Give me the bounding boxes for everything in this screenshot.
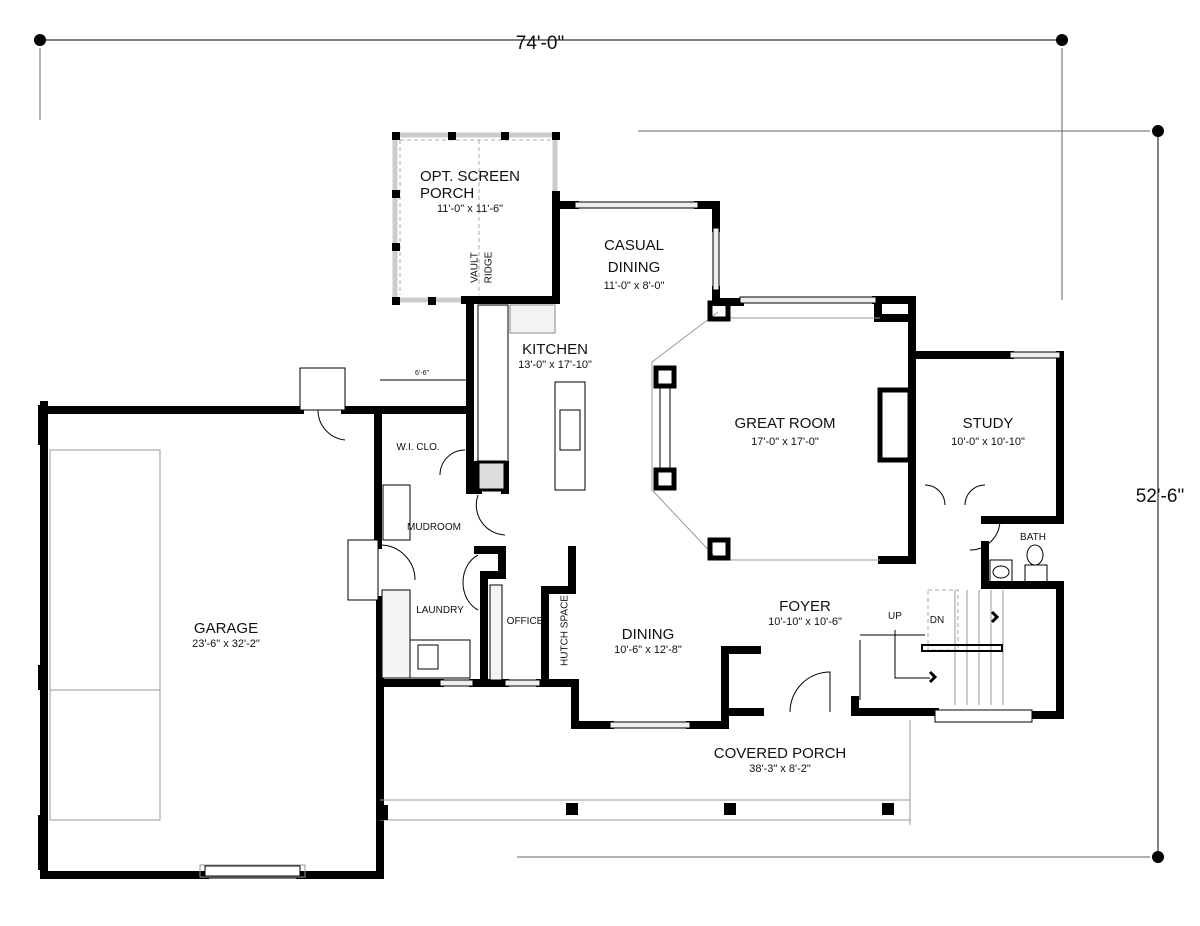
room-name: GARAGE bbox=[193, 620, 259, 637]
garage-entry-dimension: 6'-6" bbox=[415, 370, 429, 377]
great-room-label: GREAT ROOM 17'-0" x 17'-0" bbox=[734, 415, 835, 449]
room-name: KITCHEN bbox=[522, 341, 588, 358]
room-size: 10'-6" x 12'-8" bbox=[614, 644, 682, 656]
stairs bbox=[859, 589, 1004, 705]
bath-fixtures bbox=[989, 544, 1048, 584]
overall-width-dimension: 74'-0" bbox=[515, 33, 565, 54]
room-size: 11'-0" x 11'-6" bbox=[436, 203, 504, 215]
kitchen-fixtures bbox=[476, 304, 586, 492]
stairs-down-label: DN bbox=[929, 615, 945, 626]
room-size: 11'-0" x 8'-0" bbox=[603, 280, 665, 292]
hutch-space-label: HUTCH SPACE bbox=[559, 595, 571, 666]
room-size: 38'-3" x 8'-2" bbox=[749, 763, 811, 775]
study-label: STUDY 10'-0" x 10'-10" bbox=[951, 415, 1025, 449]
room-name: DINING bbox=[621, 626, 675, 643]
screen-porch-label: OPT. SCREEN PORCH 11'-0" x 11'-6" bbox=[420, 168, 520, 216]
room-name: FOYER bbox=[779, 598, 831, 615]
dining-label: DINING 10'-6" x 12'-8" bbox=[614, 626, 682, 657]
room-name: DINING bbox=[607, 259, 661, 276]
garage-label: GARAGE 23'-6" x 32'-2" bbox=[192, 620, 260, 651]
dimension-lines bbox=[34, 34, 1164, 863]
vault-note: VAULT bbox=[469, 252, 481, 283]
kitchen-label: KITCHEN 13'-0" x 17'-10" bbox=[518, 341, 592, 372]
laundry-label: LAUNDRY bbox=[416, 605, 464, 616]
laundry-fixtures bbox=[381, 484, 503, 681]
foyer-label: FOYER 10'-10" x 10'-6" bbox=[768, 598, 842, 629]
covered-porch-label: COVERED PORCH 38'-3" x 8'-2" bbox=[714, 745, 847, 776]
walls bbox=[40, 191, 1064, 879]
room-size: 17'-0" x 17'-0" bbox=[751, 436, 819, 448]
room-size: 13'-0" x 17'-10" bbox=[518, 359, 592, 371]
mudroom-label: MUDROOM bbox=[407, 522, 461, 533]
casual-dining-label: CASUAL DINING 11'-0" x 8'-0" bbox=[604, 237, 665, 293]
room-name: GREAT ROOM bbox=[734, 415, 836, 432]
stairs-up-label: UP bbox=[888, 611, 902, 622]
overall-depth-dimension: 52'-6" bbox=[1135, 486, 1185, 507]
room-name: OPT. SCREEN bbox=[419, 168, 521, 185]
doors bbox=[317, 409, 1001, 713]
great-room-ceiling bbox=[651, 300, 913, 561]
bath-label: BATH bbox=[1020, 532, 1046, 543]
room-name: STUDY bbox=[962, 415, 1014, 432]
ridge-note: RIDGE bbox=[483, 251, 495, 284]
room-name: PORCH bbox=[419, 185, 475, 202]
room-size: 23'-6" x 32'-2" bbox=[192, 638, 260, 650]
wi-closet-label: W.I. CLO. bbox=[396, 442, 440, 453]
windows bbox=[204, 201, 1061, 879]
room-name: COVERED PORCH bbox=[713, 745, 847, 762]
office-label: OFFICE bbox=[506, 616, 544, 627]
room-size: 10'-10" x 10'-6" bbox=[768, 616, 842, 628]
garage-and-porch bbox=[38, 405, 911, 878]
room-size: 10'-0" x 10'-10" bbox=[951, 436, 1025, 448]
room-name: CASUAL bbox=[603, 237, 665, 254]
